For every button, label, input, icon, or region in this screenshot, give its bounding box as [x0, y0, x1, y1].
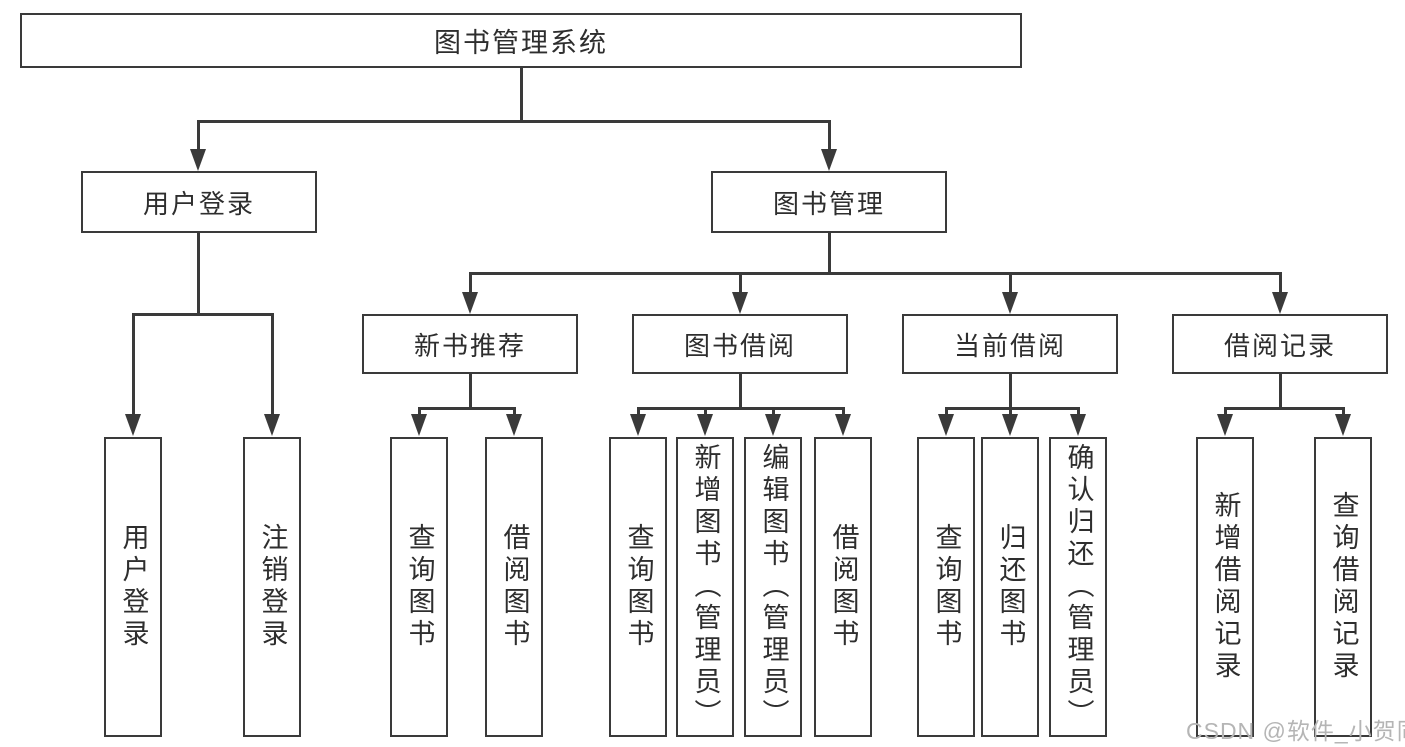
edge-book-borrow-stem: [739, 374, 742, 409]
leaf-logout: 注销登录: [243, 437, 301, 737]
leaf-bor-edit-books-admin: 编辑图书（管理员）: [744, 437, 802, 737]
leaf-bor-query-books: 查询图书: [609, 437, 667, 737]
leaf-cur-confirm-return-admin: 确认归还（管理员）: [1049, 437, 1107, 737]
edge-new-books-stem: [469, 374, 472, 409]
edge-bor-edit-drop: [772, 407, 775, 419]
node-book-mgmt: 图书管理: [711, 171, 947, 233]
arrowhead-rec-add: [1217, 414, 1233, 436]
edge-leaf-login-drop: [132, 313, 135, 416]
edge-borrow-records-stem: [1279, 374, 1282, 409]
node-root-library-system: 图书管理系统: [20, 13, 1022, 68]
leaf-logout-label: 注销登录: [257, 523, 288, 651]
arrowhead-leaf-login: [125, 414, 141, 436]
arrowhead-book-mgmt: [821, 149, 837, 171]
arrowhead-bor-edit: [765, 414, 781, 436]
edge-current-borrow-drop: [1009, 272, 1012, 294]
edge-current-borrow-stem: [1009, 374, 1012, 409]
arrowhead-bor-borrow: [835, 414, 851, 436]
arrowhead-new-query: [411, 414, 427, 436]
csdn-watermark: CSDN @软件_小贺同学: [1186, 718, 1405, 744]
edge-bor-borrow-drop: [842, 407, 845, 419]
arrowhead-bor-query: [630, 414, 646, 436]
edge-new-borrow-drop: [513, 407, 516, 419]
node-new-books: 新书推荐: [362, 314, 578, 374]
edge-level3-bar: [469, 272, 1281, 275]
leaf-bor-borrow-books-label: 借阅图书: [828, 523, 859, 651]
node-user-login: 用户登录: [81, 171, 317, 233]
leaf-rec-query-record-label: 查询借阅记录: [1328, 491, 1359, 683]
edge-bor-add-drop: [704, 407, 707, 419]
edge-borrow-records-bar: [1224, 407, 1344, 410]
arrowhead-book-borrow: [732, 292, 748, 314]
edge-user-login-stem: [197, 233, 200, 313]
leaf-new-borrow-books: 借阅图书: [485, 437, 543, 737]
arrowhead-borrow-records: [1272, 292, 1288, 314]
edge-new-books-drop: [469, 272, 472, 294]
edge-book-borrow-bar: [637, 407, 845, 410]
arrowhead-new-books: [462, 292, 478, 314]
leaf-bor-query-books-label: 查询图书: [623, 523, 654, 651]
leaf-bor-edit-books-admin-label: 编辑图书（管理员）: [758, 443, 789, 731]
edge-cur-confirm-drop: [1077, 407, 1080, 419]
arrowhead-bor-add: [697, 414, 713, 436]
edge-user-login-bar: [132, 313, 273, 316]
arrowhead-rec-query: [1335, 414, 1351, 436]
edge-cur-query-drop: [945, 407, 948, 419]
arrowhead-cur-confirm: [1070, 414, 1086, 436]
leaf-cur-query-books: 查询图书: [917, 437, 975, 737]
edge-rec-add-drop: [1224, 407, 1227, 419]
edge-borrow-records-drop: [1279, 272, 1282, 294]
leaf-rec-add-record: 新增借阅记录: [1196, 437, 1254, 737]
edge-book-borrow-drop: [739, 272, 742, 294]
leaf-new-query-books-label: 查询图书: [404, 523, 435, 651]
node-book-borrow: 图书借阅: [632, 314, 848, 374]
arrowhead-cur-return: [1002, 414, 1018, 436]
edge-book-mgmt-drop: [828, 120, 831, 152]
leaf-new-borrow-books-label: 借阅图书: [499, 523, 530, 651]
leaf-rec-add-record-label: 新增借阅记录: [1210, 491, 1241, 683]
node-borrow-records: 借阅记录: [1172, 314, 1388, 374]
leaf-user-login-label: 用户登录: [118, 523, 149, 651]
leaf-bor-borrow-books: 借阅图书: [814, 437, 872, 737]
edge-new-query-drop: [418, 407, 421, 419]
arrowhead-new-borrow: [506, 414, 522, 436]
edge-bor-query-drop: [637, 407, 640, 419]
edge-rec-query-drop: [1342, 407, 1345, 419]
arrowhead-leaf-logout: [264, 414, 280, 436]
leaf-cur-return-books: 归还图书: [981, 437, 1039, 737]
arrowhead-cur-query: [938, 414, 954, 436]
edge-current-borrow-bar: [945, 407, 1079, 410]
leaf-rec-query-record: 查询借阅记录: [1314, 437, 1372, 737]
edge-root-stem: [520, 68, 523, 122]
edge-user-login-drop: [197, 120, 200, 152]
leaf-user-login: 用户登录: [104, 437, 162, 737]
leaf-cur-confirm-return-admin-label: 确认归还（管理员）: [1063, 443, 1094, 731]
edge-new-books-bar: [418, 407, 516, 410]
leaf-new-query-books: 查询图书: [390, 437, 448, 737]
leaf-bor-add-books-admin: 新增图书（管理员）: [676, 437, 734, 737]
edge-book-mgmt-stem: [828, 233, 831, 274]
arrowhead-current-borrow: [1002, 292, 1018, 314]
edge-cur-return-drop: [1009, 407, 1012, 419]
arrowhead-user-login: [190, 149, 206, 171]
node-current-borrow: 当前借阅: [902, 314, 1118, 374]
edge-level2-bar: [197, 120, 831, 123]
leaf-cur-return-books-label: 归还图书: [995, 523, 1026, 651]
leaf-bor-add-books-admin-label: 新增图书（管理员）: [690, 443, 721, 731]
edge-leaf-logout-drop: [271, 313, 274, 416]
leaf-cur-query-books-label: 查询图书: [931, 523, 962, 651]
